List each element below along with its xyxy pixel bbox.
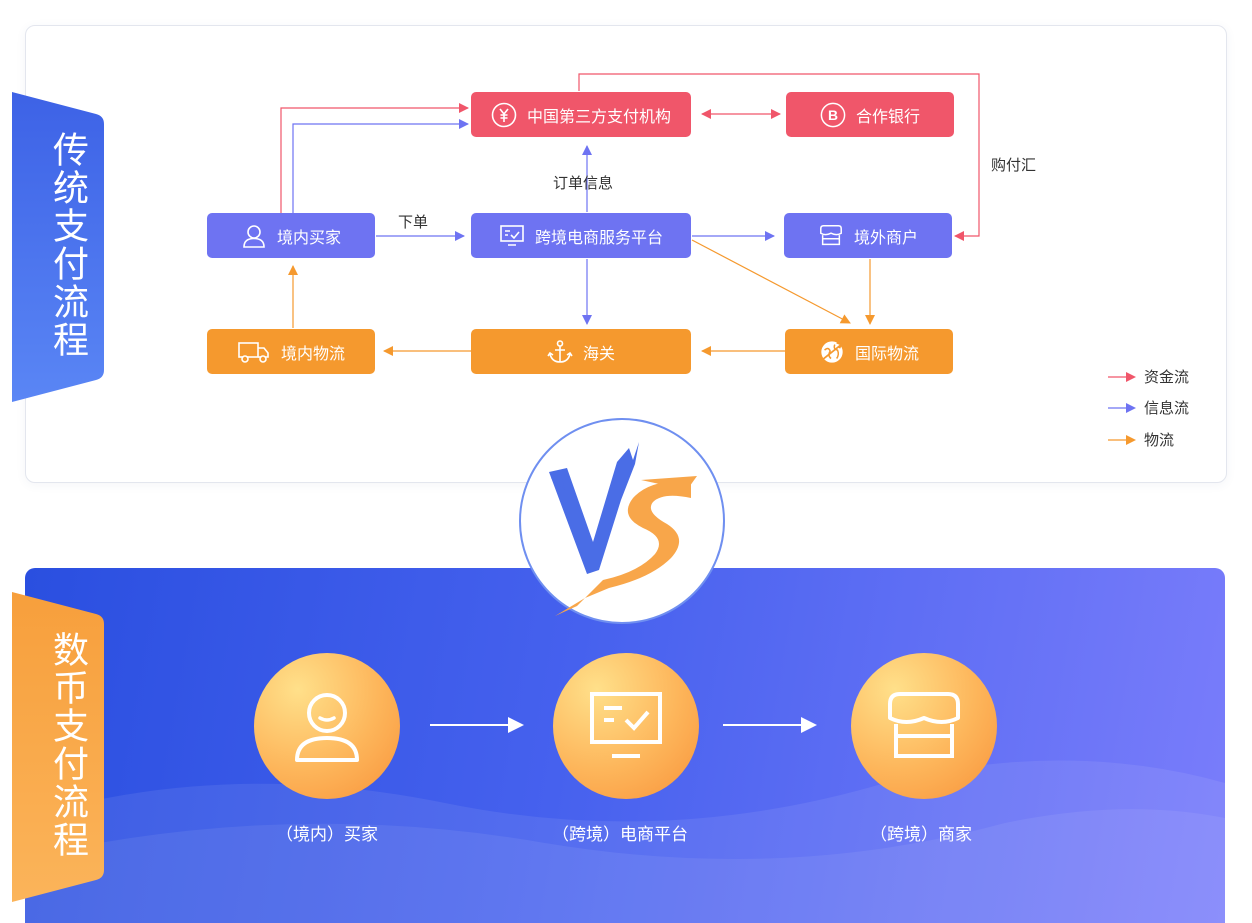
- step-label-platform: （跨境）电商平台: [552, 825, 688, 845]
- node-platform-label: 跨境电商服务平台: [534, 227, 663, 247]
- truck-icon: [237, 339, 271, 365]
- digital-tab: 数币支付流程: [22, 600, 112, 890]
- legend-label-funds: 资金流: [1144, 368, 1190, 386]
- legend-funds-flow: 资金流: [1108, 366, 1189, 387]
- node-customs: 海关: [471, 329, 691, 374]
- node-partner-bank: B 合作银行: [786, 92, 954, 137]
- svg-text:B: B: [828, 107, 838, 123]
- step-arrow-1: [430, 717, 524, 733]
- node-intl-logistics-label: 国际物流: [854, 343, 919, 363]
- anchor-icon: [547, 339, 573, 365]
- yuan-payment-icon: [491, 102, 517, 128]
- node-third-party-payment: 中国第三方支付机构: [471, 92, 691, 137]
- step-buyer-circle: [254, 653, 400, 799]
- legend-label-logistics: 物流: [1144, 431, 1175, 449]
- user-icon: [295, 693, 359, 762]
- node-third-party-label: 中国第三方支付机构: [526, 106, 671, 126]
- store-icon: [818, 223, 844, 249]
- wave-decoration: [25, 760, 1225, 923]
- step-label-merchant: （跨境）商家: [870, 825, 972, 845]
- traditional-title: 传统支付流程: [47, 131, 88, 359]
- legend-arrow-red: [1108, 371, 1136, 382]
- flow-connectors: [280, 73, 980, 356]
- traditional-tab: 传统支付流程: [22, 100, 112, 390]
- edge-label-order: 下单: [398, 213, 429, 231]
- step-label-buyer: （境内）买家: [276, 825, 378, 845]
- node-overseas-merchant: 境外商户: [784, 213, 952, 258]
- edge-label-fx: 购付汇: [991, 156, 1037, 174]
- step-platform-circle: [553, 653, 699, 799]
- node-partner-bank-label: 合作银行: [855, 106, 920, 126]
- monitor-check-icon: [499, 223, 525, 249]
- legend-arrow-purple: [1108, 402, 1136, 413]
- node-domestic-logistics: 境内物流: [207, 329, 375, 374]
- traditional-tab-shape: [12, 92, 104, 402]
- globe-plane-icon: [819, 339, 845, 365]
- step-merchant-circle: [851, 653, 997, 799]
- digital-tab-shape: [12, 592, 104, 902]
- store-icon: [888, 692, 960, 758]
- step-arrow-2: [723, 717, 817, 733]
- node-domestic-buyer: 境内买家: [207, 213, 375, 258]
- node-customs-label: 海关: [582, 343, 615, 363]
- digital-title: 数币支付流程: [47, 631, 88, 859]
- node-international-logistics: 国际物流: [785, 329, 953, 374]
- bank-b-icon: B: [820, 102, 846, 128]
- node-merchant-label: 境外商户: [853, 227, 918, 247]
- legend-logistics-flow: 物流: [1108, 429, 1174, 450]
- node-ecommerce-platform: 跨境电商服务平台: [471, 213, 691, 258]
- edge-label-order-info: 订单信息: [553, 174, 614, 192]
- node-buyer-label: 境内买家: [276, 227, 341, 247]
- vs-logo: [549, 442, 697, 616]
- legend-label-info: 信息流: [1144, 399, 1190, 417]
- node-domestic-logistics-label: 境内物流: [280, 343, 345, 363]
- legend-info-flow: 信息流: [1108, 397, 1189, 418]
- user-icon: [241, 223, 267, 249]
- vs-emblem: [519, 418, 725, 624]
- legend-arrow-orange: [1108, 434, 1136, 445]
- monitor-check-icon: [590, 692, 662, 758]
